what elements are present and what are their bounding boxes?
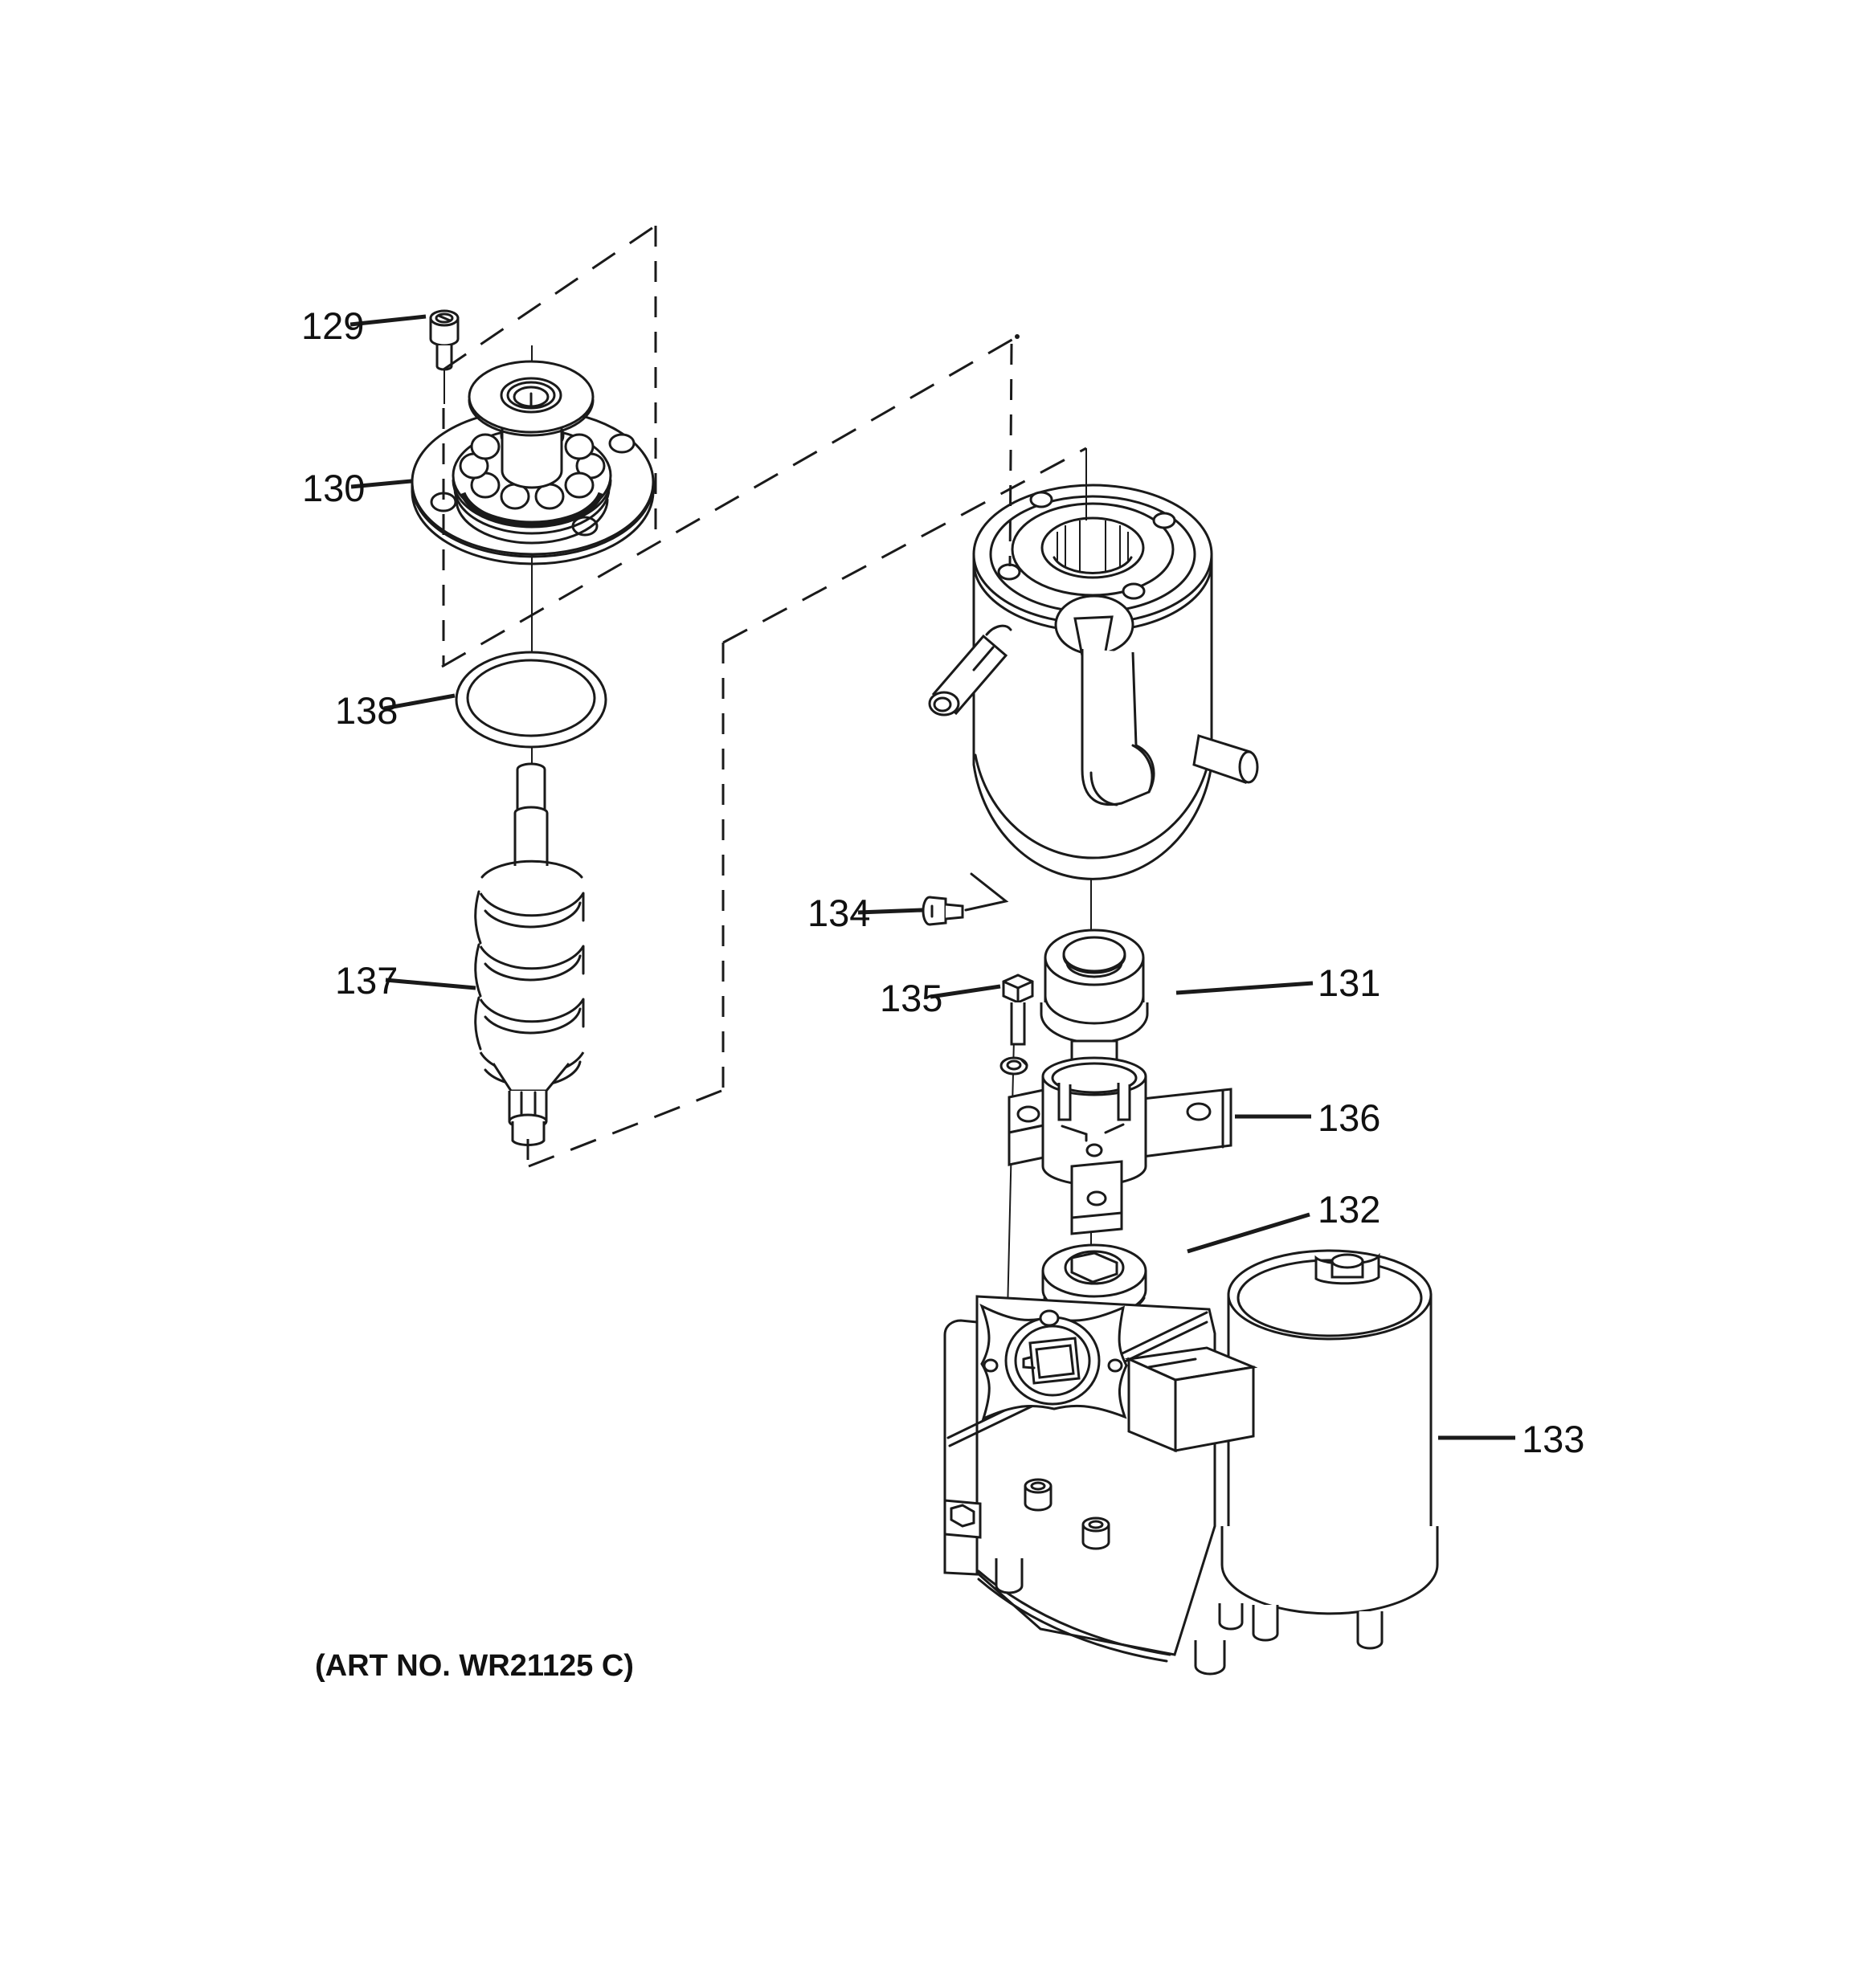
label-137: 137 (335, 959, 398, 1002)
label-132: 132 (1318, 1188, 1380, 1231)
label-134: 134 (807, 892, 870, 934)
callouts: 129 130 138 137 134 135 131 136 132 133 (301, 304, 1584, 1460)
housing-splined-bore (1053, 520, 1133, 574)
leader-135 (930, 984, 1001, 999)
part-131-seal (1040, 929, 1149, 1044)
part-129-screw (429, 309, 460, 404)
part-136-coupling (1008, 1039, 1232, 1235)
housing-left-tube (928, 624, 1012, 716)
screw-134-target-line (964, 872, 1009, 912)
leader-130 (350, 479, 412, 489)
art-number: (ART NO. WR21125 C) (315, 1649, 634, 1683)
leader-138 (383, 693, 456, 711)
part-130-bearing-flange (411, 360, 655, 565)
housing-right-tube (1192, 734, 1259, 784)
bearing-balls (459, 422, 606, 510)
label-138: 138 (335, 689, 398, 732)
label-130: 130 (302, 467, 365, 509)
part-133-motor-gearbox (943, 1249, 1439, 1676)
leader-129 (349, 314, 427, 327)
part-137-auger (474, 762, 585, 1146)
part-135-bolt (999, 974, 1034, 1076)
label-136: 136 (1318, 1096, 1380, 1139)
ice-crusher-housing (928, 484, 1259, 912)
label-135: 135 (880, 977, 942, 1019)
gearbox-output-boss (979, 1303, 1128, 1421)
leader-132 (1187, 1212, 1310, 1254)
leader-131 (1175, 981, 1314, 995)
motor-canister (1220, 1249, 1439, 1650)
leader-134 (857, 908, 923, 915)
phantom-alignment-lines (441, 224, 1087, 1168)
label-133: 133 (1522, 1418, 1584, 1460)
leader-137 (385, 978, 476, 990)
label-131: 131 (1318, 961, 1380, 1004)
motor-connector-block (1124, 1346, 1258, 1453)
part-134-screw (922, 896, 964, 926)
housing-center-tube (1054, 594, 1155, 806)
label-129: 129 (301, 304, 364, 347)
part-138-o-ring (455, 651, 607, 749)
